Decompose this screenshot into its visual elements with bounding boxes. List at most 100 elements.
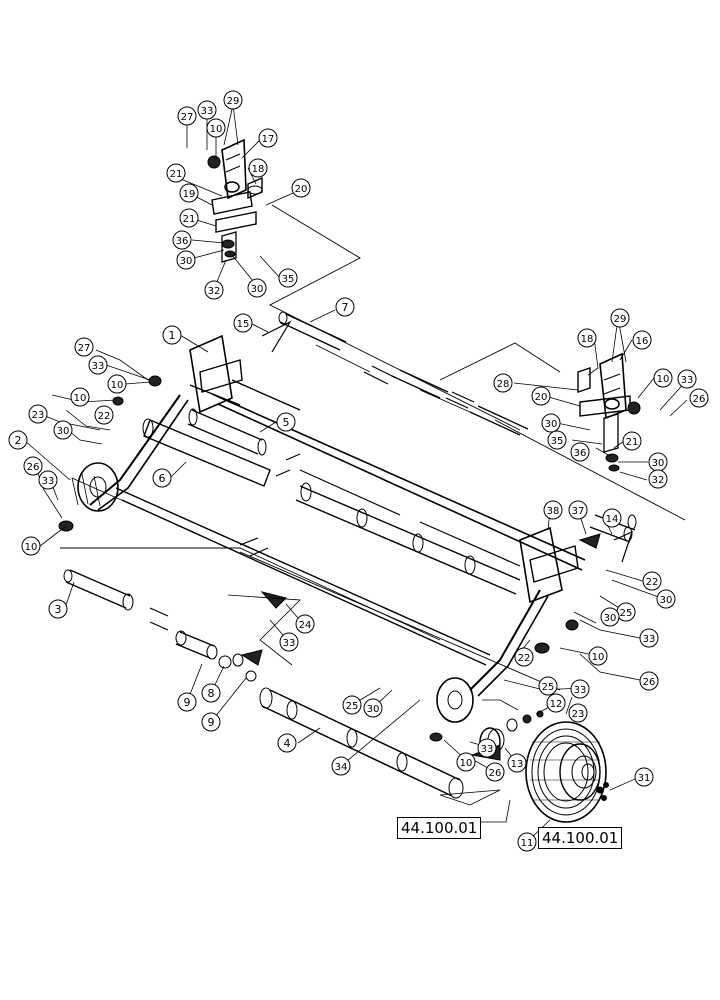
callout-35[interactable]: 35 (278, 268, 298, 288)
callout-15[interactable]: 15 (233, 313, 253, 333)
callout-32[interactable]: 32 (204, 280, 224, 300)
callout-number: 17 (262, 134, 275, 145)
callout-18[interactable]: 18 (577, 328, 597, 348)
callout-14[interactable]: 14 (602, 508, 622, 528)
reference-box-wheel[interactable]: 44.100.01 (538, 827, 623, 849)
callout-number: 33 (283, 638, 296, 649)
callout-10[interactable]: 10 (456, 752, 476, 772)
callout-10[interactable]: 10 (206, 118, 226, 138)
callout-22[interactable]: 22 (642, 571, 662, 591)
callout-number: 10 (460, 758, 473, 769)
callout-circle (179, 183, 199, 203)
callout-circle (477, 738, 497, 758)
callout-18[interactable]: 18 (248, 158, 268, 178)
callout-35[interactable]: 35 (547, 430, 567, 450)
callout-30[interactable]: 30 (656, 589, 676, 609)
callout-23[interactable]: 23 (28, 404, 48, 424)
callout-36[interactable]: 36 (570, 442, 590, 462)
callout-36[interactable]: 36 (172, 230, 192, 250)
callout-30[interactable]: 30 (53, 420, 73, 440)
callout-13[interactable]: 13 (507, 753, 527, 773)
callout-6[interactable]: 6 (152, 468, 172, 488)
callout-26[interactable]: 26 (23, 456, 43, 476)
callout-circle (166, 163, 186, 183)
callout-38[interactable]: 38 (543, 500, 563, 520)
callout-5[interactable]: 5 (276, 412, 296, 432)
callout-30[interactable]: 30 (648, 452, 668, 472)
callout-29[interactable]: 29 (223, 90, 243, 110)
callout-circle (547, 430, 567, 450)
callout-33[interactable]: 33 (477, 738, 497, 758)
callout-21[interactable]: 21 (179, 208, 199, 228)
callout-26[interactable]: 26 (485, 762, 505, 782)
callout-33[interactable]: 33 (677, 369, 697, 389)
callout-circle (107, 374, 127, 394)
callout-27[interactable]: 27 (74, 337, 94, 357)
callout-31[interactable]: 31 (634, 767, 654, 787)
callout-circle (632, 330, 652, 350)
callout-30[interactable]: 30 (247, 278, 267, 298)
callout-30[interactable]: 30 (176, 250, 196, 270)
callout-number: 36 (574, 448, 587, 459)
callout-33[interactable]: 33 (88, 355, 108, 375)
callout-29[interactable]: 29 (610, 308, 630, 328)
callout-circle (588, 646, 608, 666)
callout-23[interactable]: 23 (568, 703, 588, 723)
callout-1[interactable]: 1 (162, 325, 182, 345)
callout-20[interactable]: 20 (531, 386, 551, 406)
callout-21[interactable]: 21 (166, 163, 186, 183)
callout-9[interactable]: 9 (201, 712, 221, 732)
callout-30[interactable]: 30 (600, 607, 620, 627)
callout-number: 26 (643, 677, 656, 688)
callout-33[interactable]: 33 (639, 628, 659, 648)
callout-19[interactable]: 19 (179, 183, 199, 203)
callout-8[interactable]: 8 (201, 683, 221, 703)
callout-17[interactable]: 17 (258, 128, 278, 148)
callout-32[interactable]: 32 (648, 469, 668, 489)
callout-circle (247, 278, 267, 298)
callout-22[interactable]: 22 (94, 405, 114, 425)
callout-number: 5 (283, 416, 290, 429)
callout-4[interactable]: 4 (277, 733, 297, 753)
callout-30[interactable]: 30 (541, 413, 561, 433)
callout-16[interactable]: 16 (632, 330, 652, 350)
callout-28[interactable]: 28 (493, 373, 513, 393)
callout-25[interactable]: 25 (616, 602, 636, 622)
callout-37[interactable]: 37 (568, 500, 588, 520)
callout-21[interactable]: 21 (622, 431, 642, 451)
callout-9[interactable]: 9 (177, 692, 197, 712)
callout-7[interactable]: 7 (335, 297, 355, 317)
callout-33[interactable]: 33 (197, 100, 217, 120)
callout-12[interactable]: 12 (546, 693, 566, 713)
callout-circle (602, 508, 622, 528)
callout-26[interactable]: 26 (689, 388, 709, 408)
callout-circle (546, 693, 566, 713)
reference-box-hub[interactable]: 44.100.01 (397, 817, 482, 839)
callout-number: 4 (284, 737, 291, 750)
callout-3[interactable]: 3 (48, 599, 68, 619)
callout-circle (335, 297, 355, 317)
callout-20[interactable]: 20 (291, 178, 311, 198)
callout-30[interactable]: 30 (363, 698, 383, 718)
callout-26[interactable]: 26 (639, 671, 659, 691)
callout-33[interactable]: 33 (38, 470, 58, 490)
callout-33[interactable]: 33 (570, 679, 590, 699)
callout-24[interactable]: 24 (295, 614, 315, 634)
callout-number: 8 (208, 687, 215, 700)
callout-10[interactable]: 10 (653, 368, 673, 388)
callout-22[interactable]: 22 (514, 647, 534, 667)
callout-25[interactable]: 25 (342, 695, 362, 715)
callout-34[interactable]: 34 (331, 756, 351, 776)
callout-2[interactable]: 2 (8, 430, 28, 450)
callout-10[interactable]: 10 (21, 536, 41, 556)
callout-10[interactable]: 10 (70, 387, 90, 407)
callout-11[interactable]: 11 (517, 832, 537, 852)
callout-circle (639, 671, 659, 691)
callout-25[interactable]: 25 (538, 676, 558, 696)
callout-33[interactable]: 33 (279, 632, 299, 652)
callout-27[interactable]: 27 (177, 106, 197, 126)
callout-circle (276, 412, 296, 432)
callout-circle (543, 500, 563, 520)
callout-10[interactable]: 10 (107, 374, 127, 394)
callout-10[interactable]: 10 (588, 646, 608, 666)
